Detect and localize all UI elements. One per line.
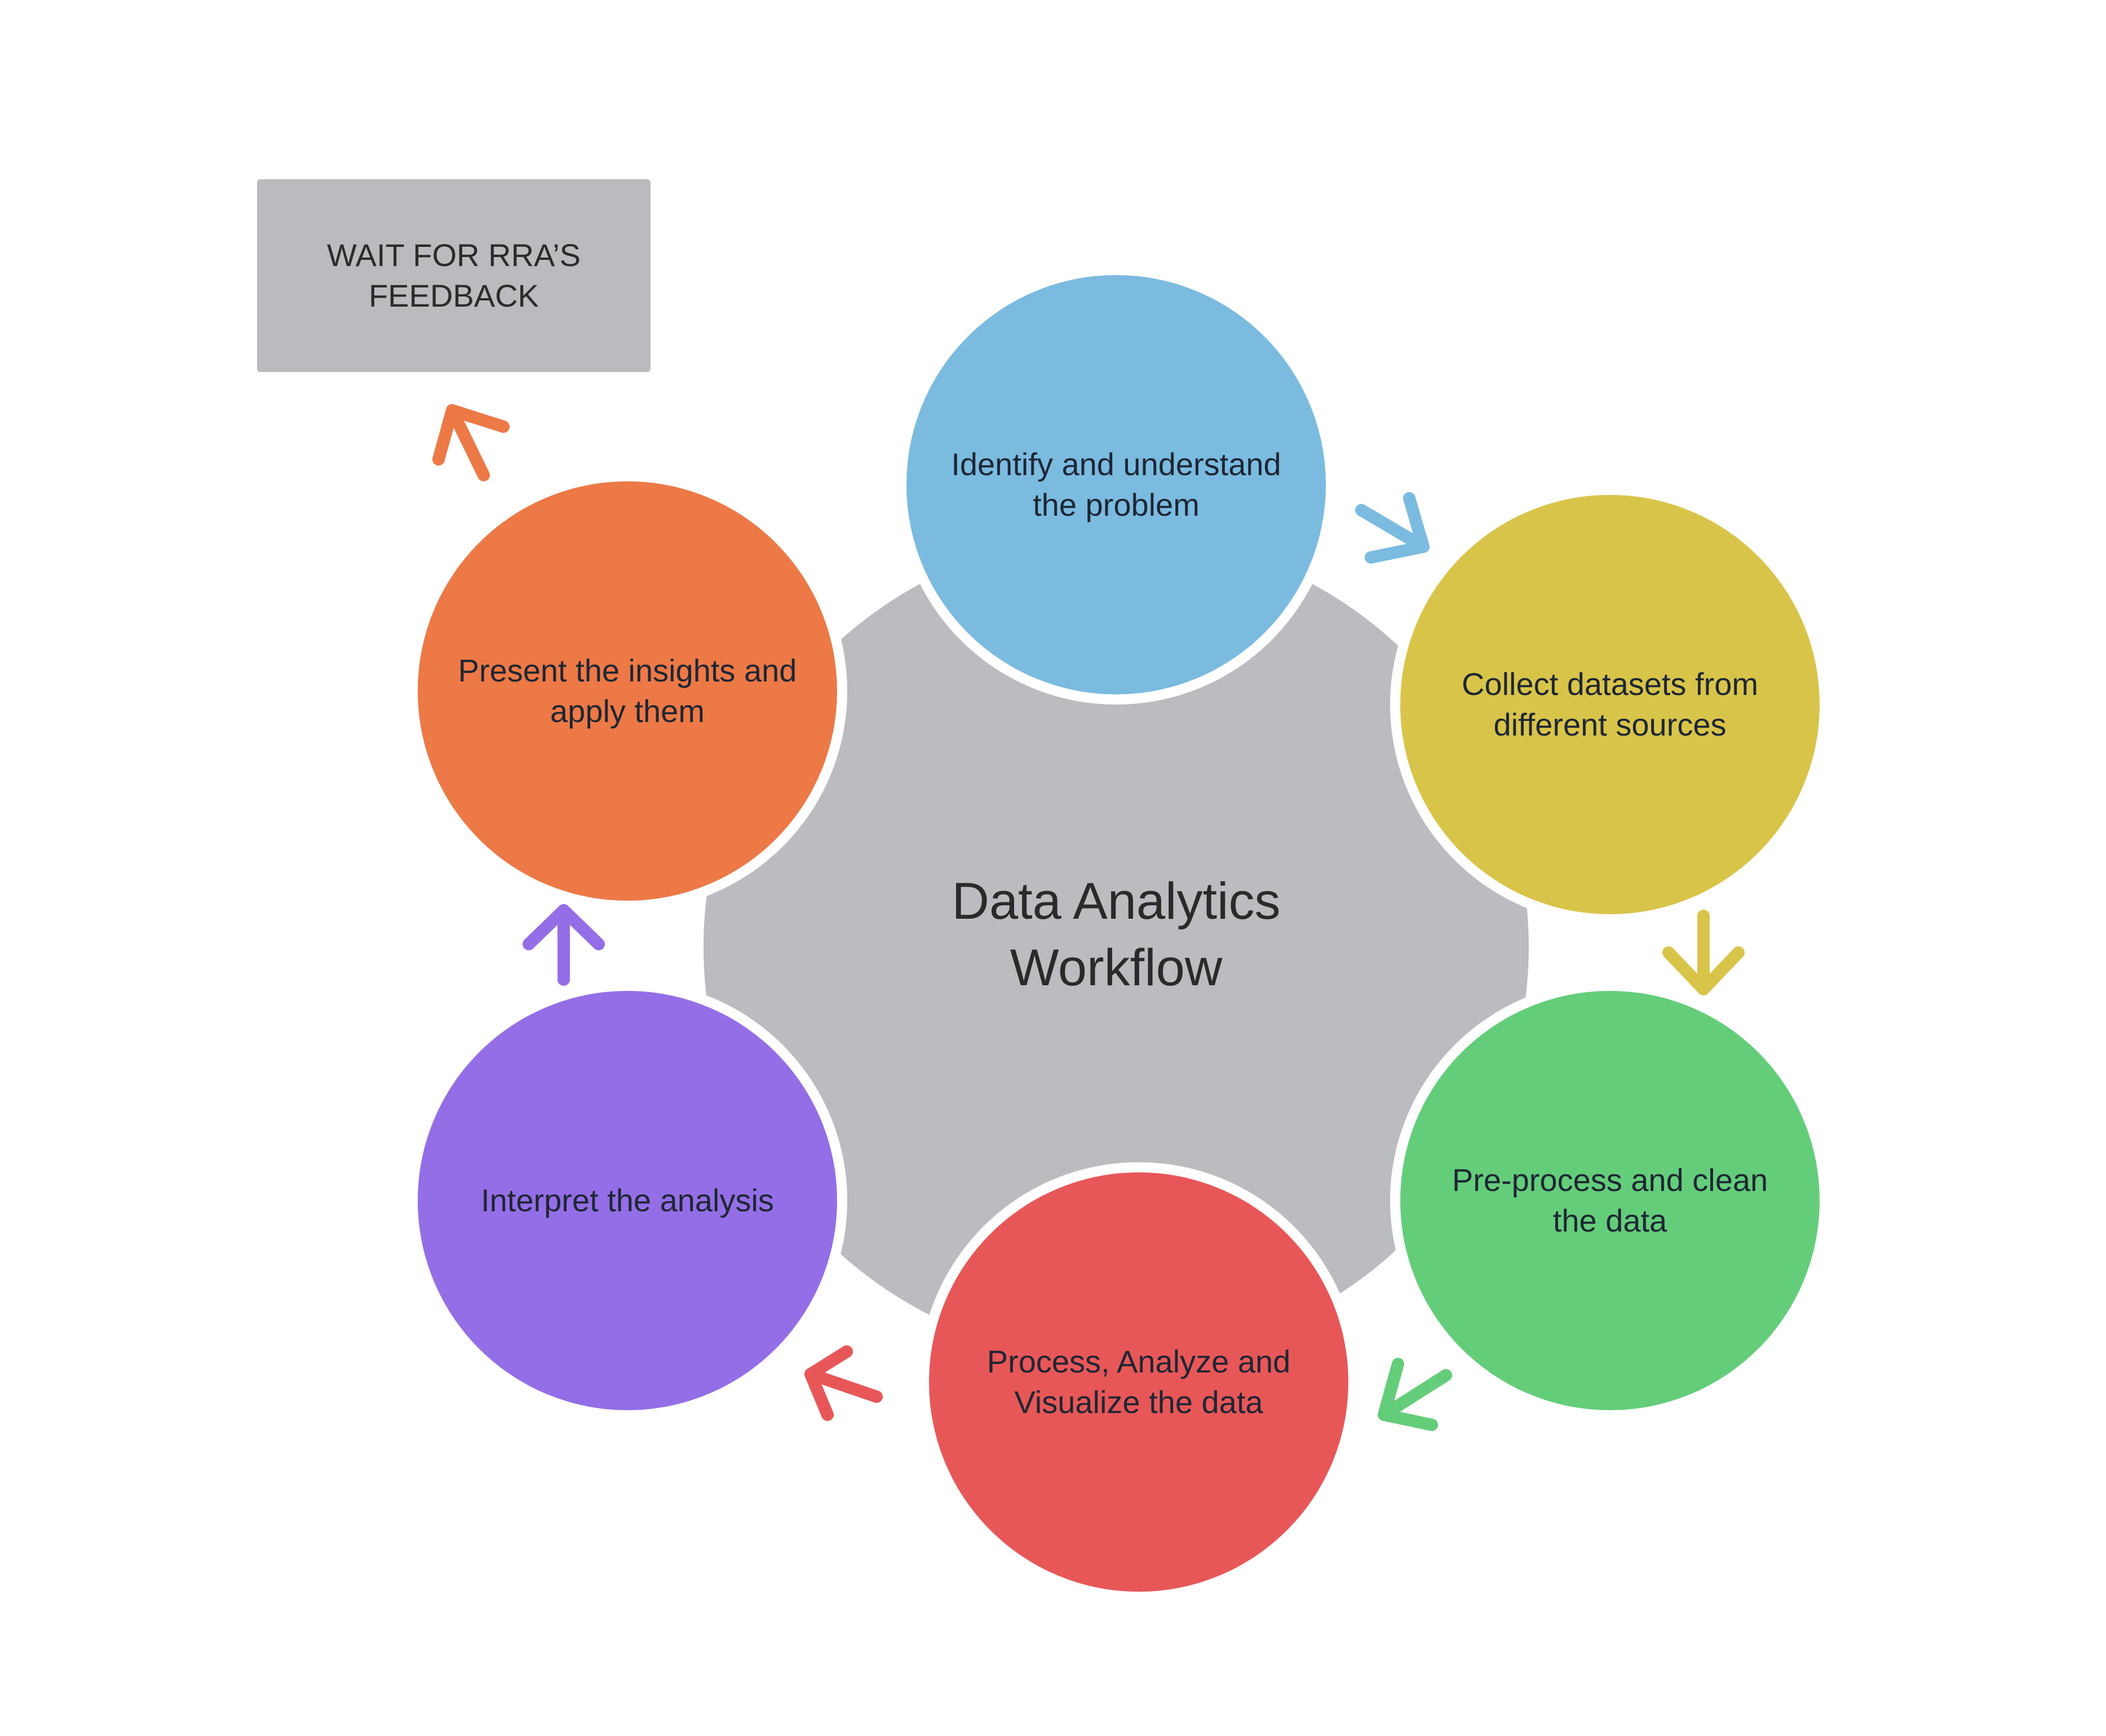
step-label: Collect datasets from different sources xyxy=(1462,666,1758,742)
step-process-analyze-visualize: Process, Analyze and Visualize the data xyxy=(929,1172,1348,1592)
step-preprocess-clean: Pre-process and clean the data xyxy=(1400,991,1820,1410)
step-label: Present the insights and apply them xyxy=(458,653,797,729)
step-present-insights: Present the insights and apply them xyxy=(418,481,837,901)
diagram-title: Data Analytics Workflow xyxy=(952,873,1281,997)
arrow-preprocess-to-process xyxy=(1378,1358,1452,1431)
arrow-identify-to-collect xyxy=(1355,492,1430,564)
step-label: Pre-process and clean the data xyxy=(1452,1162,1768,1238)
workflow-hub xyxy=(704,534,1529,1359)
arrow-process-to-interpret xyxy=(804,1345,883,1421)
arrow-interpret-to-present xyxy=(523,904,605,986)
step-label: Identify and understand the problem xyxy=(951,446,1281,522)
step-collect-datasets: Collect datasets from different sources xyxy=(1400,495,1820,914)
feedback-box: WAIT FOR RRA’S FEEDBACK xyxy=(257,179,651,372)
step-label: Process, Analyze and Visualize the data xyxy=(986,1344,1291,1420)
step-label: Interpret the analysis xyxy=(481,1183,774,1218)
feedback-text: WAIT FOR RRA’S FEEDBACK xyxy=(326,237,581,313)
step-identify-problem: Identify and understand the problem xyxy=(906,275,1326,694)
step-interpret-analysis: Interpret the analysis xyxy=(418,991,837,1410)
arrow-present-to-feedback xyxy=(432,404,510,481)
arrow-collect-to-preprocess xyxy=(1662,910,1745,995)
